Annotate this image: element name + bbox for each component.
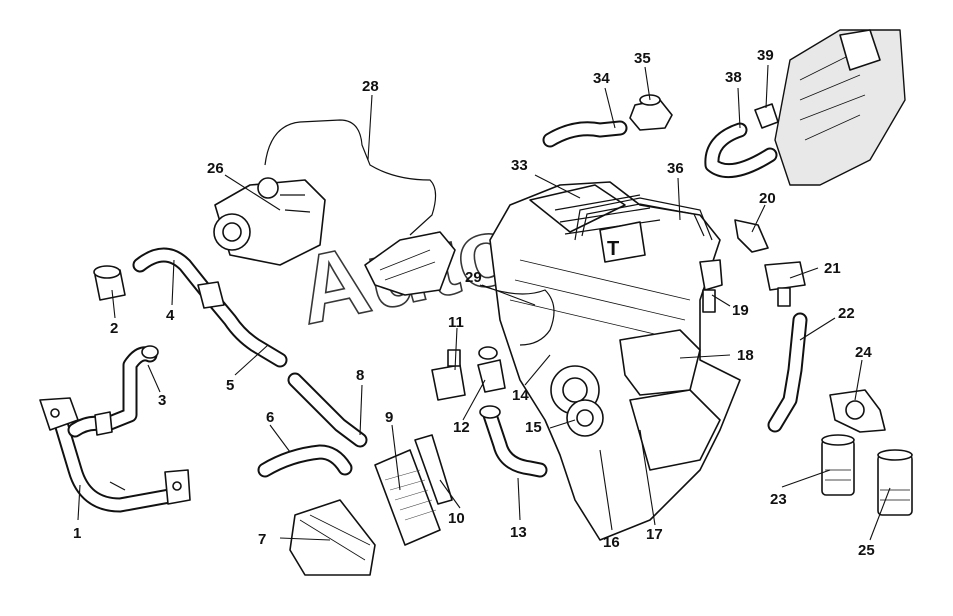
bracket-assembly [364,231,456,296]
callout-14: 14 [512,387,529,404]
part-7-heat-shield [289,499,376,576]
callout-28: 28 [362,78,379,95]
part-25-filter [877,449,913,516]
callout-18: 18 [737,347,754,364]
part-6-hose [257,444,353,478]
callout-34: 34 [593,70,610,87]
part-36-fuel-lines [574,197,713,241]
callout-6: 6 [266,409,274,426]
callout-11: 11 [448,314,464,331]
part-24-housing [829,389,886,433]
callout-26: 26 [207,160,224,177]
callout-19: 19 [732,302,749,319]
callout-13: 13 [510,524,527,541]
part-4-5-hose [132,247,288,368]
part-1-coolant-pipe [39,397,191,513]
callout-38: 38 [725,69,742,86]
callout-labels: 1 2 3 4 5 6 7 8 9 10 11 12 13 14 15 16 1… [73,47,875,559]
part-3-bent-pipe [67,345,159,438]
part-9-grille [374,449,441,546]
part-8-hose [287,372,368,448]
part-13-pipe [479,405,548,478]
callout-7: 7 [258,531,266,548]
part-34-hose [542,120,628,148]
callout-22: 22 [838,305,855,322]
callout-16: 16 [603,534,620,551]
callout-2: 2 [110,320,118,337]
leader-lines [77,64,891,541]
part-20-fitting [734,219,769,253]
callout-25: 25 [858,542,875,559]
air-filter-box [774,29,906,186]
callout-12: 12 [453,419,470,436]
part-11-solenoid [431,349,466,401]
callout-9: 9 [385,409,393,426]
callout-21: 21 [824,260,841,277]
callout-4: 4 [166,307,175,324]
callout-10: 10 [448,510,465,527]
callout-8: 8 [356,367,364,384]
callout-17: 17 [646,526,663,543]
part-28-wire [264,119,437,236]
part-21-sensor [764,261,806,307]
part-35-connector [629,94,673,131]
part-19-sensor [699,259,723,313]
callout-20: 20 [759,190,776,207]
callout-33: 33 [511,157,528,174]
callout-3: 3 [158,392,166,409]
callout-35: 35 [634,50,651,67]
callout-5: 5 [226,377,234,394]
callout-1: 1 [73,525,81,542]
callout-15: 15 [525,419,542,436]
callout-23: 23 [770,491,787,508]
part-29-sensor-cable [479,284,555,346]
callout-29: 29 [465,269,482,286]
part-38-hose [704,122,778,179]
engine-block: T [489,181,741,541]
callout-39: 39 [757,47,774,64]
part-12-sensor [477,346,506,393]
part-2-sleeve [93,265,126,301]
part-22-pipe [767,312,808,433]
callout-36: 36 [667,160,684,177]
part-23-filter [821,434,855,496]
svg-text:T: T [607,238,619,260]
callout-24: 24 [855,344,872,361]
part-10-bracket [414,434,453,505]
part-26-egr-valve [213,177,326,266]
